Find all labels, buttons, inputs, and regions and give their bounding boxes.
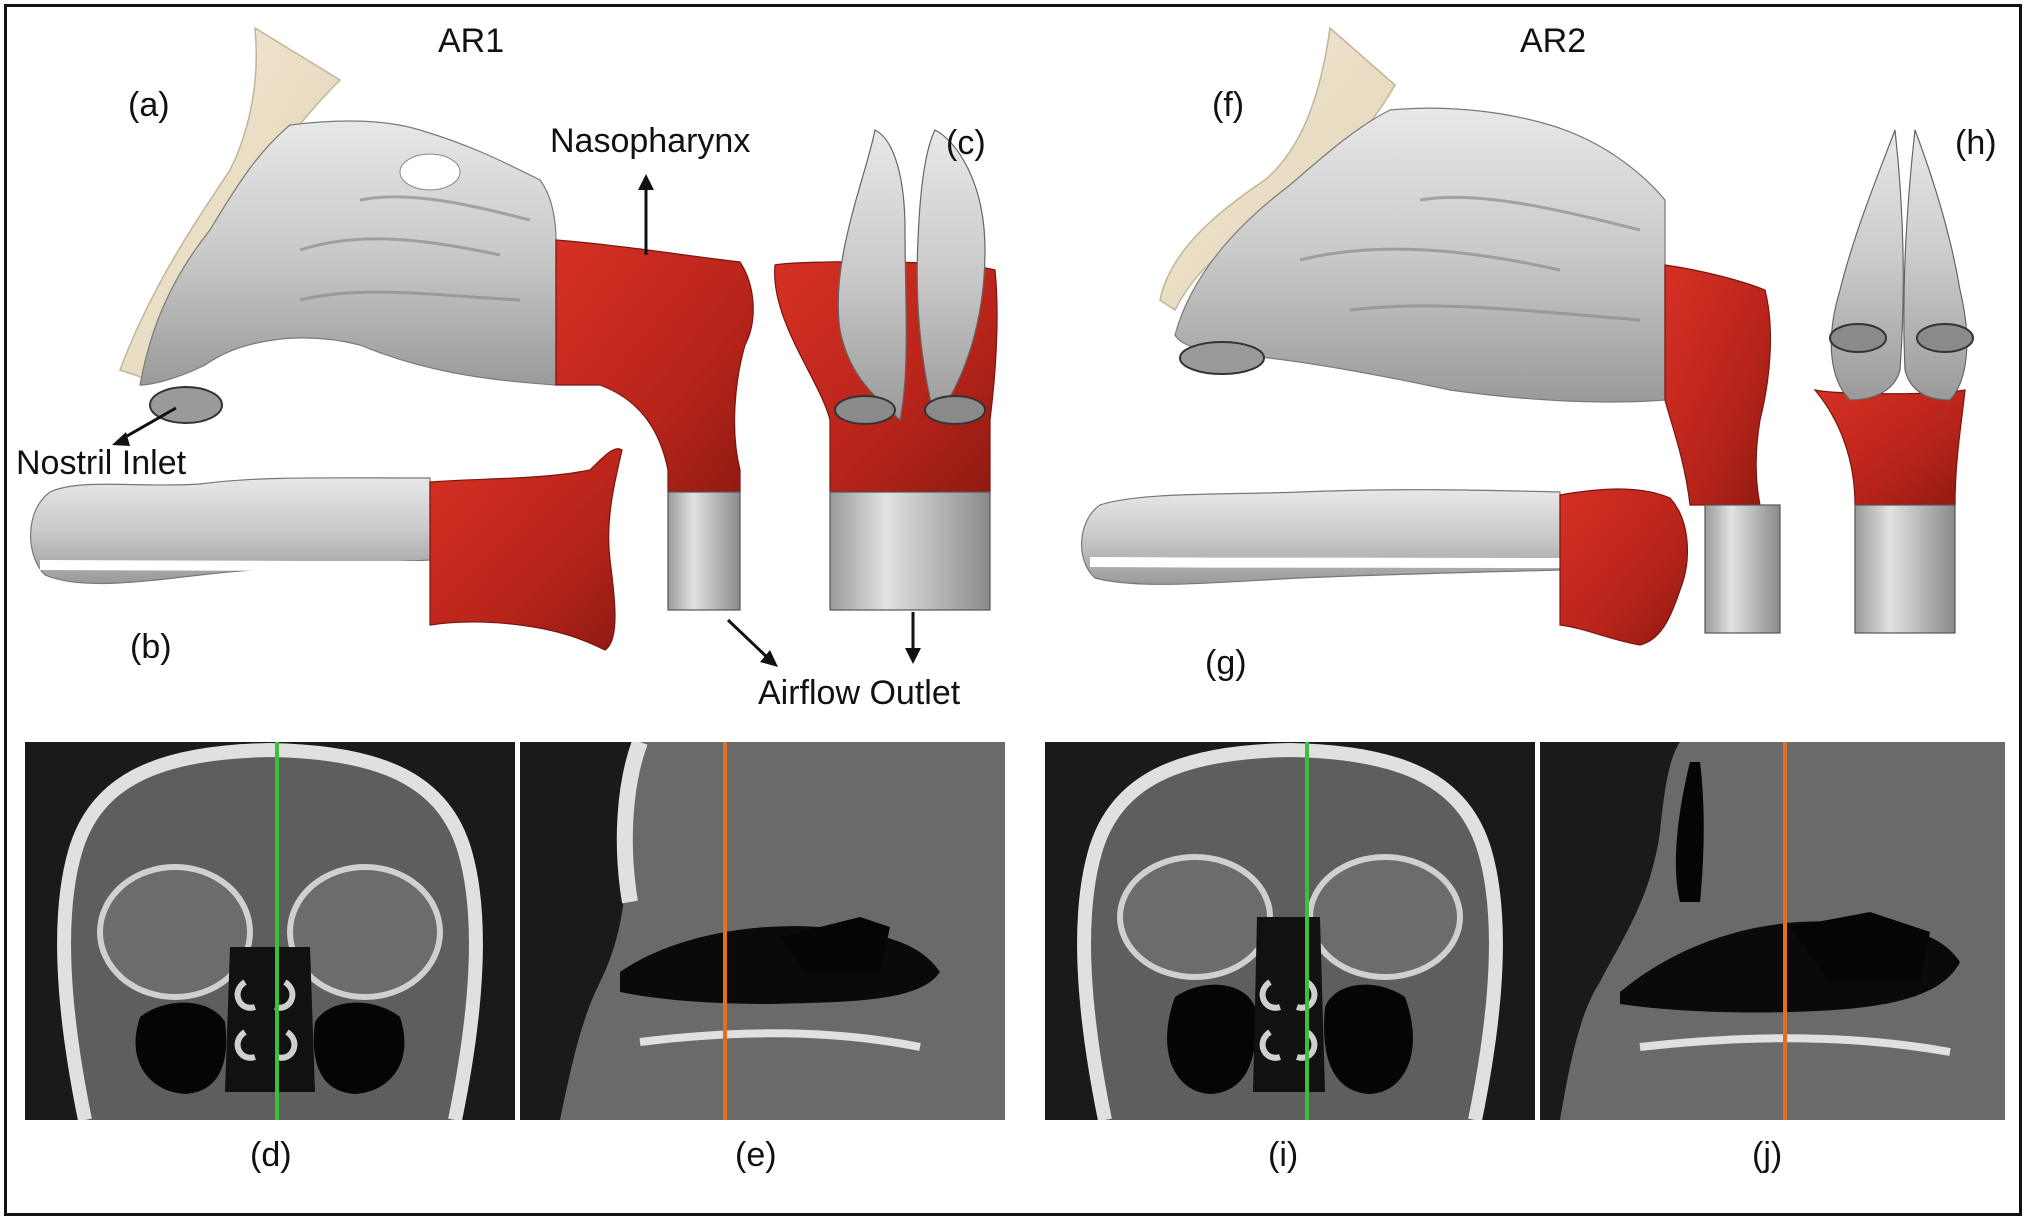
figure-frame <box>4 4 2022 1216</box>
panel-label-c: (c) <box>946 124 986 162</box>
panel-label-b: (b) <box>130 628 172 666</box>
nasopharynx-axial-region <box>1559 488 1688 646</box>
airflow-outlet-label: Airflow Outlet <box>758 674 961 712</box>
ar2-title: AR2 <box>1520 22 1587 60</box>
panel-b-axial-model <box>29 448 623 651</box>
frontal-bone <box>616 742 648 904</box>
turbinate-ridge <box>299 195 531 302</box>
sagittal-ct-scan <box>520 742 1005 1120</box>
panel-label-d: (d) <box>250 1136 292 1174</box>
coronal-right-inlet <box>924 395 986 425</box>
panel-g-axial-model <box>1081 488 1688 646</box>
coronal-ct-scan <box>1045 742 1535 1120</box>
right-maxillary-sinus <box>313 1002 405 1094</box>
coronal-right-inlet <box>1916 323 1974 353</box>
sinus-opening <box>399 153 461 191</box>
coronal-left-inlet <box>1829 323 1887 353</box>
panel-c-coronal-model <box>774 129 998 611</box>
nostril-inlet-disc <box>1179 341 1265 375</box>
left-maxillary-sinus <box>135 1002 227 1094</box>
coronal-right-cavity <box>1903 129 1968 401</box>
right-orbit <box>287 864 443 1000</box>
left-maxillary-sinus <box>1167 984 1256 1094</box>
ar1-title: AR1 <box>438 22 505 60</box>
panel-label-e: (e) <box>735 1136 777 1174</box>
nasopharynx-label: Nasopharynx <box>550 122 751 160</box>
coronal-left-inlet <box>834 395 896 425</box>
sphenoid-sinus <box>780 917 890 972</box>
nasopharynx-region <box>555 239 754 493</box>
panel-label-a: (a) <box>128 86 170 124</box>
airflow-outlet-arrow-left <box>726 618 772 662</box>
nasal-cavity <box>225 947 315 1092</box>
ct-scan-panel-d <box>25 742 515 1120</box>
nasopharynx-region <box>1664 264 1772 506</box>
coronal-outlet-tube <box>1854 504 1956 634</box>
outlet-tube <box>1704 504 1781 634</box>
panel-label-i: (i) <box>1268 1136 1299 1174</box>
panel-label-h: (h) <box>1955 124 1997 162</box>
coronal-left-cavity <box>1830 129 1904 401</box>
right-maxillary-sinus <box>1324 984 1413 1094</box>
coronal-nasopharynx <box>1813 389 1966 506</box>
coronal-left-cavity <box>837 129 907 422</box>
sphenoid-sinus <box>1790 912 1930 982</box>
panel-label-g: (g) <box>1205 644 1247 682</box>
annotation-arrows <box>112 174 921 667</box>
sagittal-ct-scan <box>1540 742 2005 1120</box>
turbinates <box>1259 979 1318 1061</box>
left-orbit <box>1117 854 1273 980</box>
nostril-inlet-arrowhead <box>112 432 130 446</box>
panel-f-sagittal-model <box>1159 26 1781 634</box>
ct-scan-panel-j <box>1540 742 2005 1120</box>
palate <box>639 1029 921 1051</box>
nasopharynx-axial-region <box>429 448 623 651</box>
ct-scan-panel-e <box>520 742 1005 1120</box>
panel-h-coronal-model <box>1813 129 1974 634</box>
coronal-outlet-tube <box>829 491 991 611</box>
turbinate-ridge <box>1299 195 1641 322</box>
nasopharynx-arrowhead <box>638 174 654 190</box>
coronal-ct-scan <box>25 742 515 1120</box>
left-passage-shape <box>1081 489 1561 585</box>
frontal-sinus <box>1675 762 1704 902</box>
airflow-outlet-arrowhead-left <box>760 650 778 667</box>
nasal-cavity-shape <box>139 120 557 386</box>
passage-divider <box>1089 557 1561 568</box>
panel-label-f: (f) <box>1212 86 1245 124</box>
ct-scan-panel-i <box>1045 742 1535 1120</box>
outlet-tube <box>667 491 741 611</box>
left-orbit <box>97 864 253 1000</box>
nasal-cavity-shape <box>1174 107 1666 403</box>
nostril-inlet-arrow <box>119 406 177 442</box>
panel-a-sagittal-model <box>119 26 754 611</box>
panel-label-j: (j) <box>1752 1136 1783 1174</box>
nostril-inlet-label: Nostril Inlet <box>16 444 187 482</box>
airflow-outlet-arrowhead-right <box>905 648 921 664</box>
passage-divider <box>39 560 431 571</box>
right-orbit <box>1307 854 1463 980</box>
turbinates <box>234 979 298 1061</box>
palate <box>1639 1034 1951 1056</box>
